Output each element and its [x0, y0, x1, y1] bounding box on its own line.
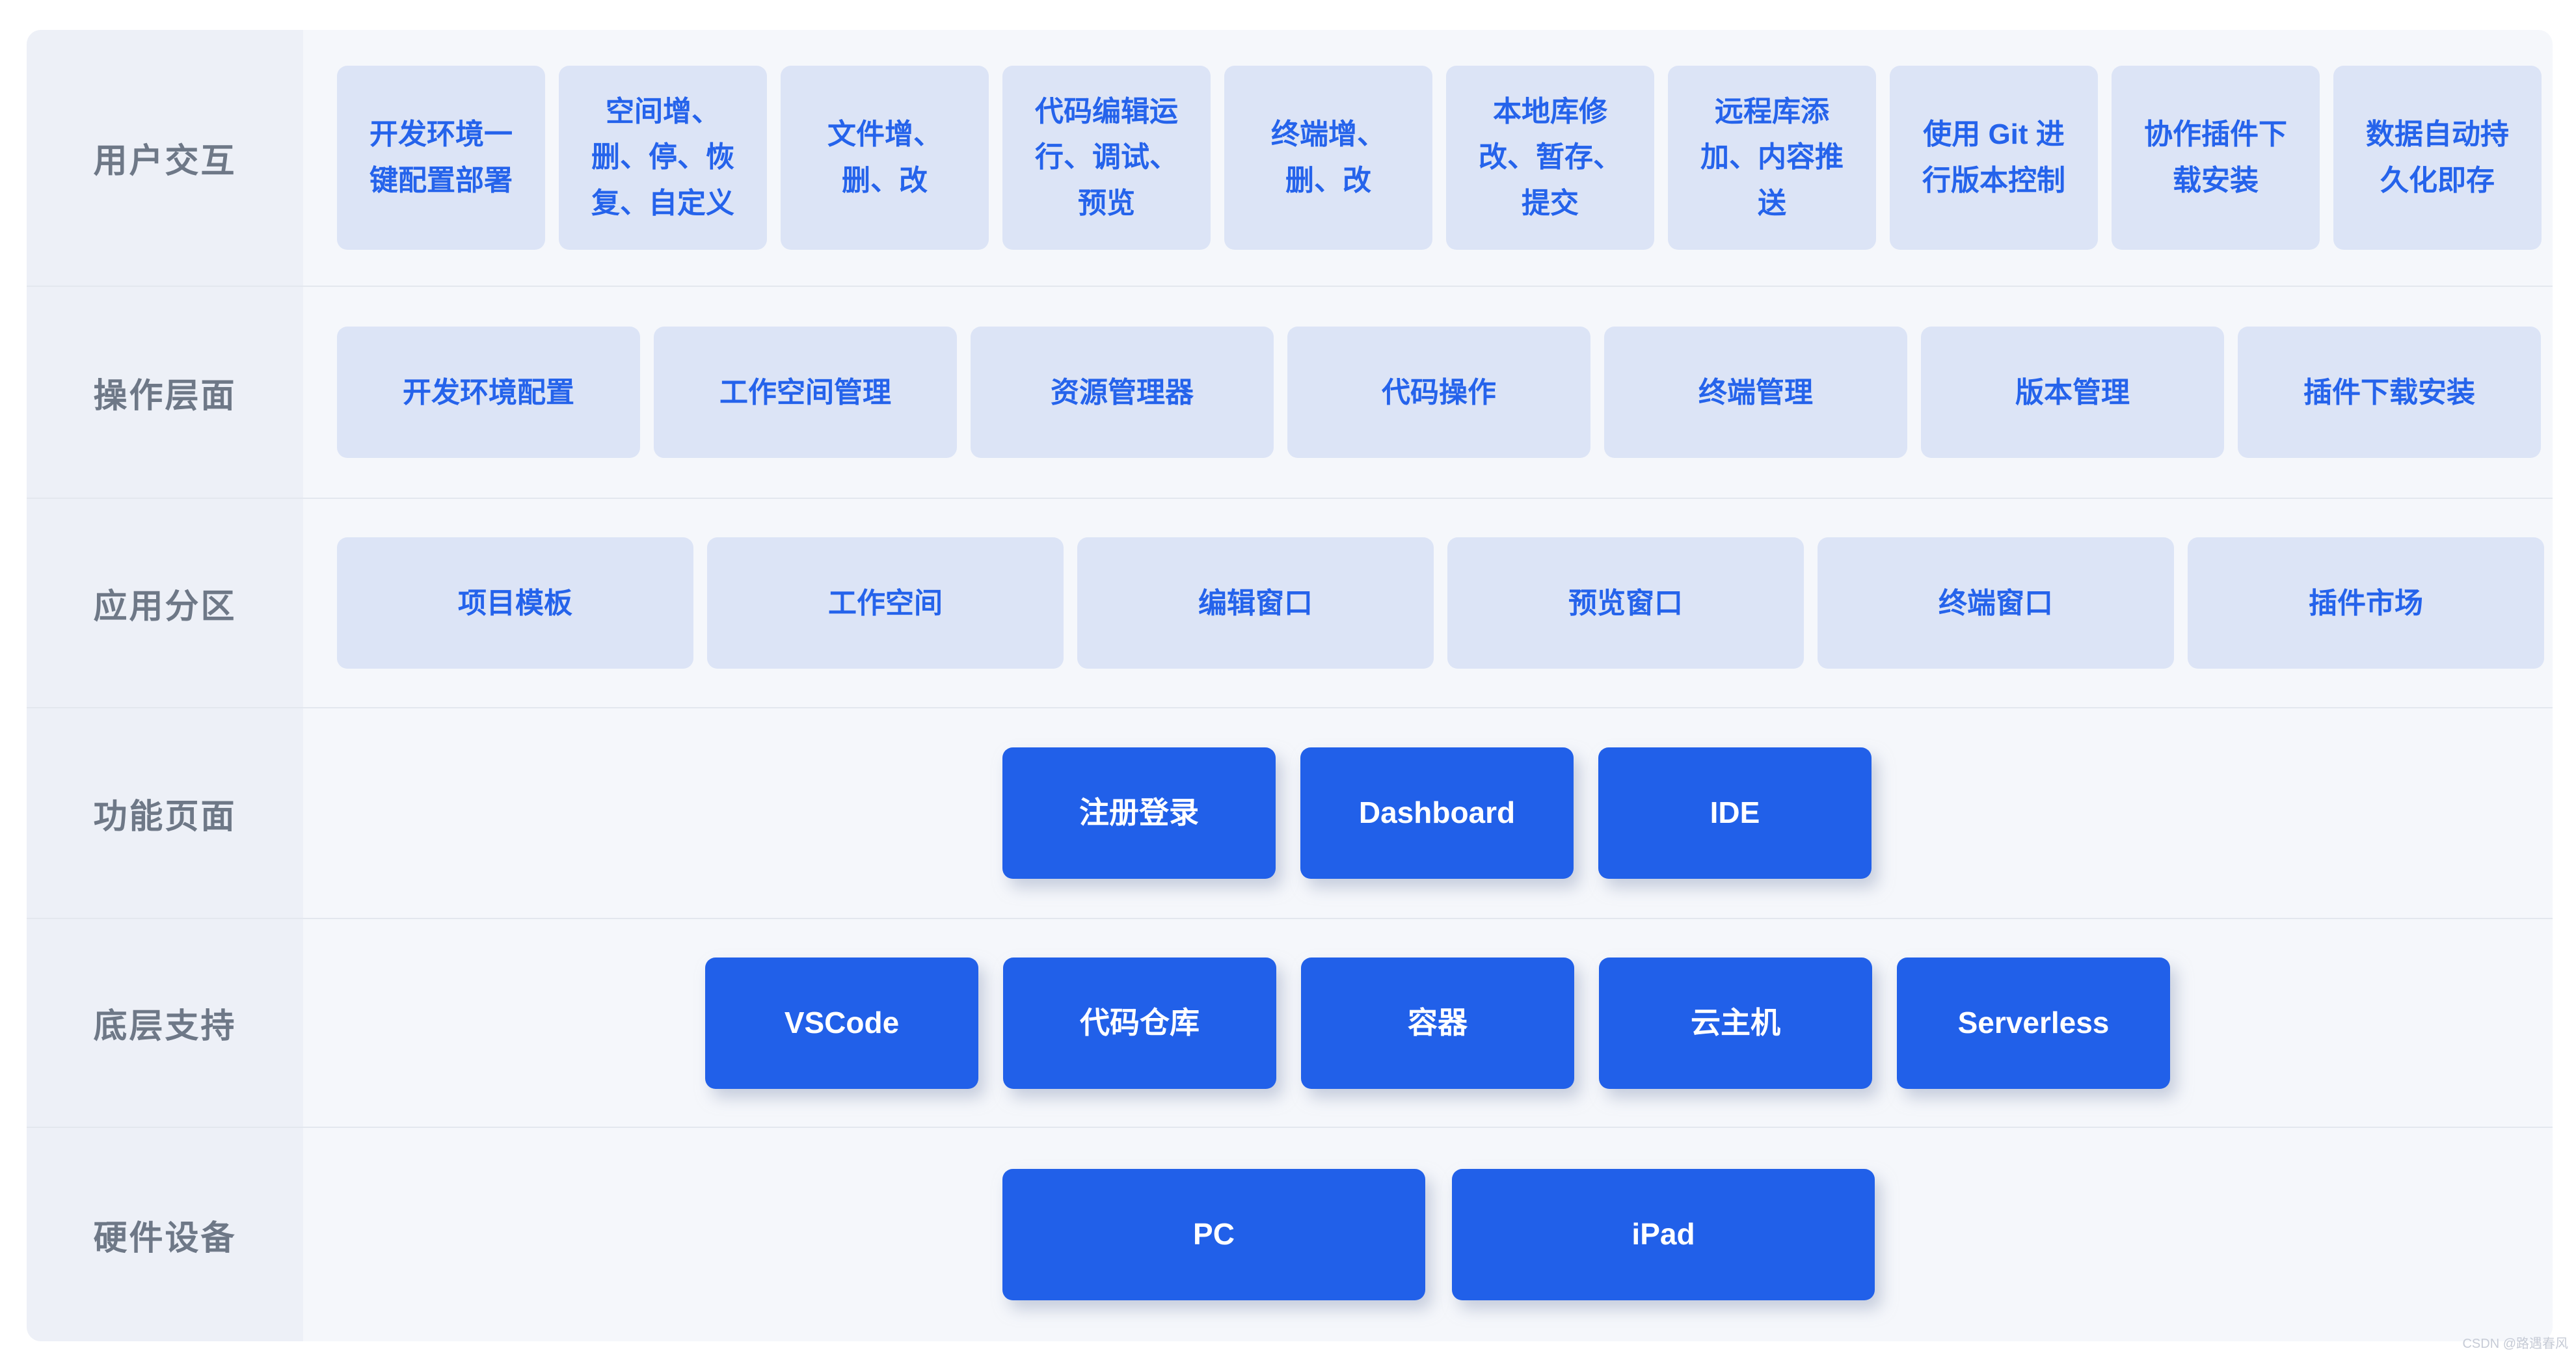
row-label-app-partition: 应用分区 — [27, 499, 303, 707]
diagram-cell: 插件市场 — [2188, 537, 2544, 669]
diagram-cell: 容器 — [1301, 957, 1574, 1089]
row-label-hardware-devices: 硬件设备 — [27, 1128, 303, 1341]
diagram-cell: IDE — [1598, 747, 1872, 879]
diagram-row-base-support: 底层支持 VSCode 代码仓库 容器 云主机 Serverless — [27, 918, 2553, 1127]
diagram-row-operation-layer: 操作层面 开发环境配置 工作空间管理 资源管理器 代码操作 终端管理 版本管理 … — [27, 286, 2553, 498]
diagram-cell: 注册登录 — [1002, 747, 1276, 879]
row-cells-user-interaction: 开发环境一 键配置部署 空间增、 删、停、恢 复、自定义 文件增、 删、改 代码… — [303, 30, 2553, 286]
watermark: CSDN @路遇春风 — [2462, 1337, 2568, 1351]
row-cells-app-partition: 项目模板 工作空间 编辑窗口 预览窗口 终端窗口 插件市场 — [303, 499, 2553, 707]
diagram-cell: 开发环境一 键配置部署 — [337, 66, 545, 250]
diagram-cell: 终端窗口 — [1818, 537, 2174, 669]
row-cells-operation-layer: 开发环境配置 工作空间管理 资源管理器 代码操作 终端管理 版本管理 插件下载安… — [303, 287, 2553, 498]
diagram-cell: 代码编辑运 行、调试、 预览 — [1002, 66, 1211, 250]
row-label-operation-layer: 操作层面 — [27, 287, 303, 498]
row-label-base-support: 底层支持 — [27, 919, 303, 1127]
diagram-cell: 云主机 — [1599, 957, 1872, 1089]
diagram-cell: 终端管理 — [1604, 327, 1907, 458]
row-label-function-pages: 功能页面 — [27, 708, 303, 918]
diagram-cell: 项目模板 — [337, 537, 693, 669]
diagram-cell: 插件下载安装 — [2238, 327, 2541, 458]
diagram-cell: VSCode — [705, 957, 978, 1089]
diagram-cell: 开发环境配置 — [337, 327, 640, 458]
diagram-cell: 使用 Git 进 行版本控制 — [1890, 66, 2098, 250]
diagram-cell: 工作空间 — [707, 537, 1064, 669]
diagram-row-function-pages: 功能页面 注册登录 Dashboard IDE — [27, 707, 2553, 918]
diagram-cell: 代码仓库 — [1003, 957, 1276, 1089]
diagram-cell: 远程库添 加、内容推 送 — [1668, 66, 1876, 250]
row-cells-base-support: VSCode 代码仓库 容器 云主机 Serverless — [303, 919, 2553, 1127]
diagram-cell: 编辑窗口 — [1077, 537, 1434, 669]
row-label-user-interaction: 用户交互 — [27, 30, 303, 286]
diagram-cell: 数据自动持 久化即存 — [2333, 66, 2542, 250]
diagram-cell: 预览窗口 — [1447, 537, 1804, 669]
diagram-cell: 空间增、 删、停、恢 复、自定义 — [559, 66, 767, 250]
architecture-diagram: 用户交互 开发环境一 键配置部署 空间增、 删、停、恢 复、自定义 文件增、 删… — [27, 30, 2553, 1341]
diagram-cell: 协作插件下 载安装 — [2112, 66, 2320, 250]
diagram-row-user-interaction: 用户交互 开发环境一 键配置部署 空间增、 删、停、恢 复、自定义 文件增、 删… — [27, 30, 2553, 286]
diagram-row-app-partition: 应用分区 项目模板 工作空间 编辑窗口 预览窗口 终端窗口 插件市场 — [27, 498, 2553, 707]
diagram-cell: Dashboard — [1300, 747, 1574, 879]
diagram-cell: PC — [1002, 1169, 1425, 1300]
diagram-cell: 工作空间管理 — [654, 327, 957, 458]
diagram-cell: 终端增、 删、改 — [1224, 66, 1432, 250]
row-cells-hardware-devices: PC iPad — [303, 1128, 2553, 1341]
diagram-cell: Serverless — [1897, 957, 2170, 1089]
diagram-cell: 版本管理 — [1921, 327, 2224, 458]
diagram-cell: 本地库修 改、暂存、 提交 — [1446, 66, 1654, 250]
diagram-cell: 资源管理器 — [971, 327, 1274, 458]
diagram-row-hardware-devices: 硬件设备 PC iPad — [27, 1127, 2553, 1341]
diagram-cell: 文件增、 删、改 — [781, 66, 989, 250]
row-cells-function-pages: 注册登录 Dashboard IDE — [303, 708, 2553, 918]
diagram-cell: iPad — [1452, 1169, 1875, 1300]
diagram-cell: 代码操作 — [1287, 327, 1590, 458]
